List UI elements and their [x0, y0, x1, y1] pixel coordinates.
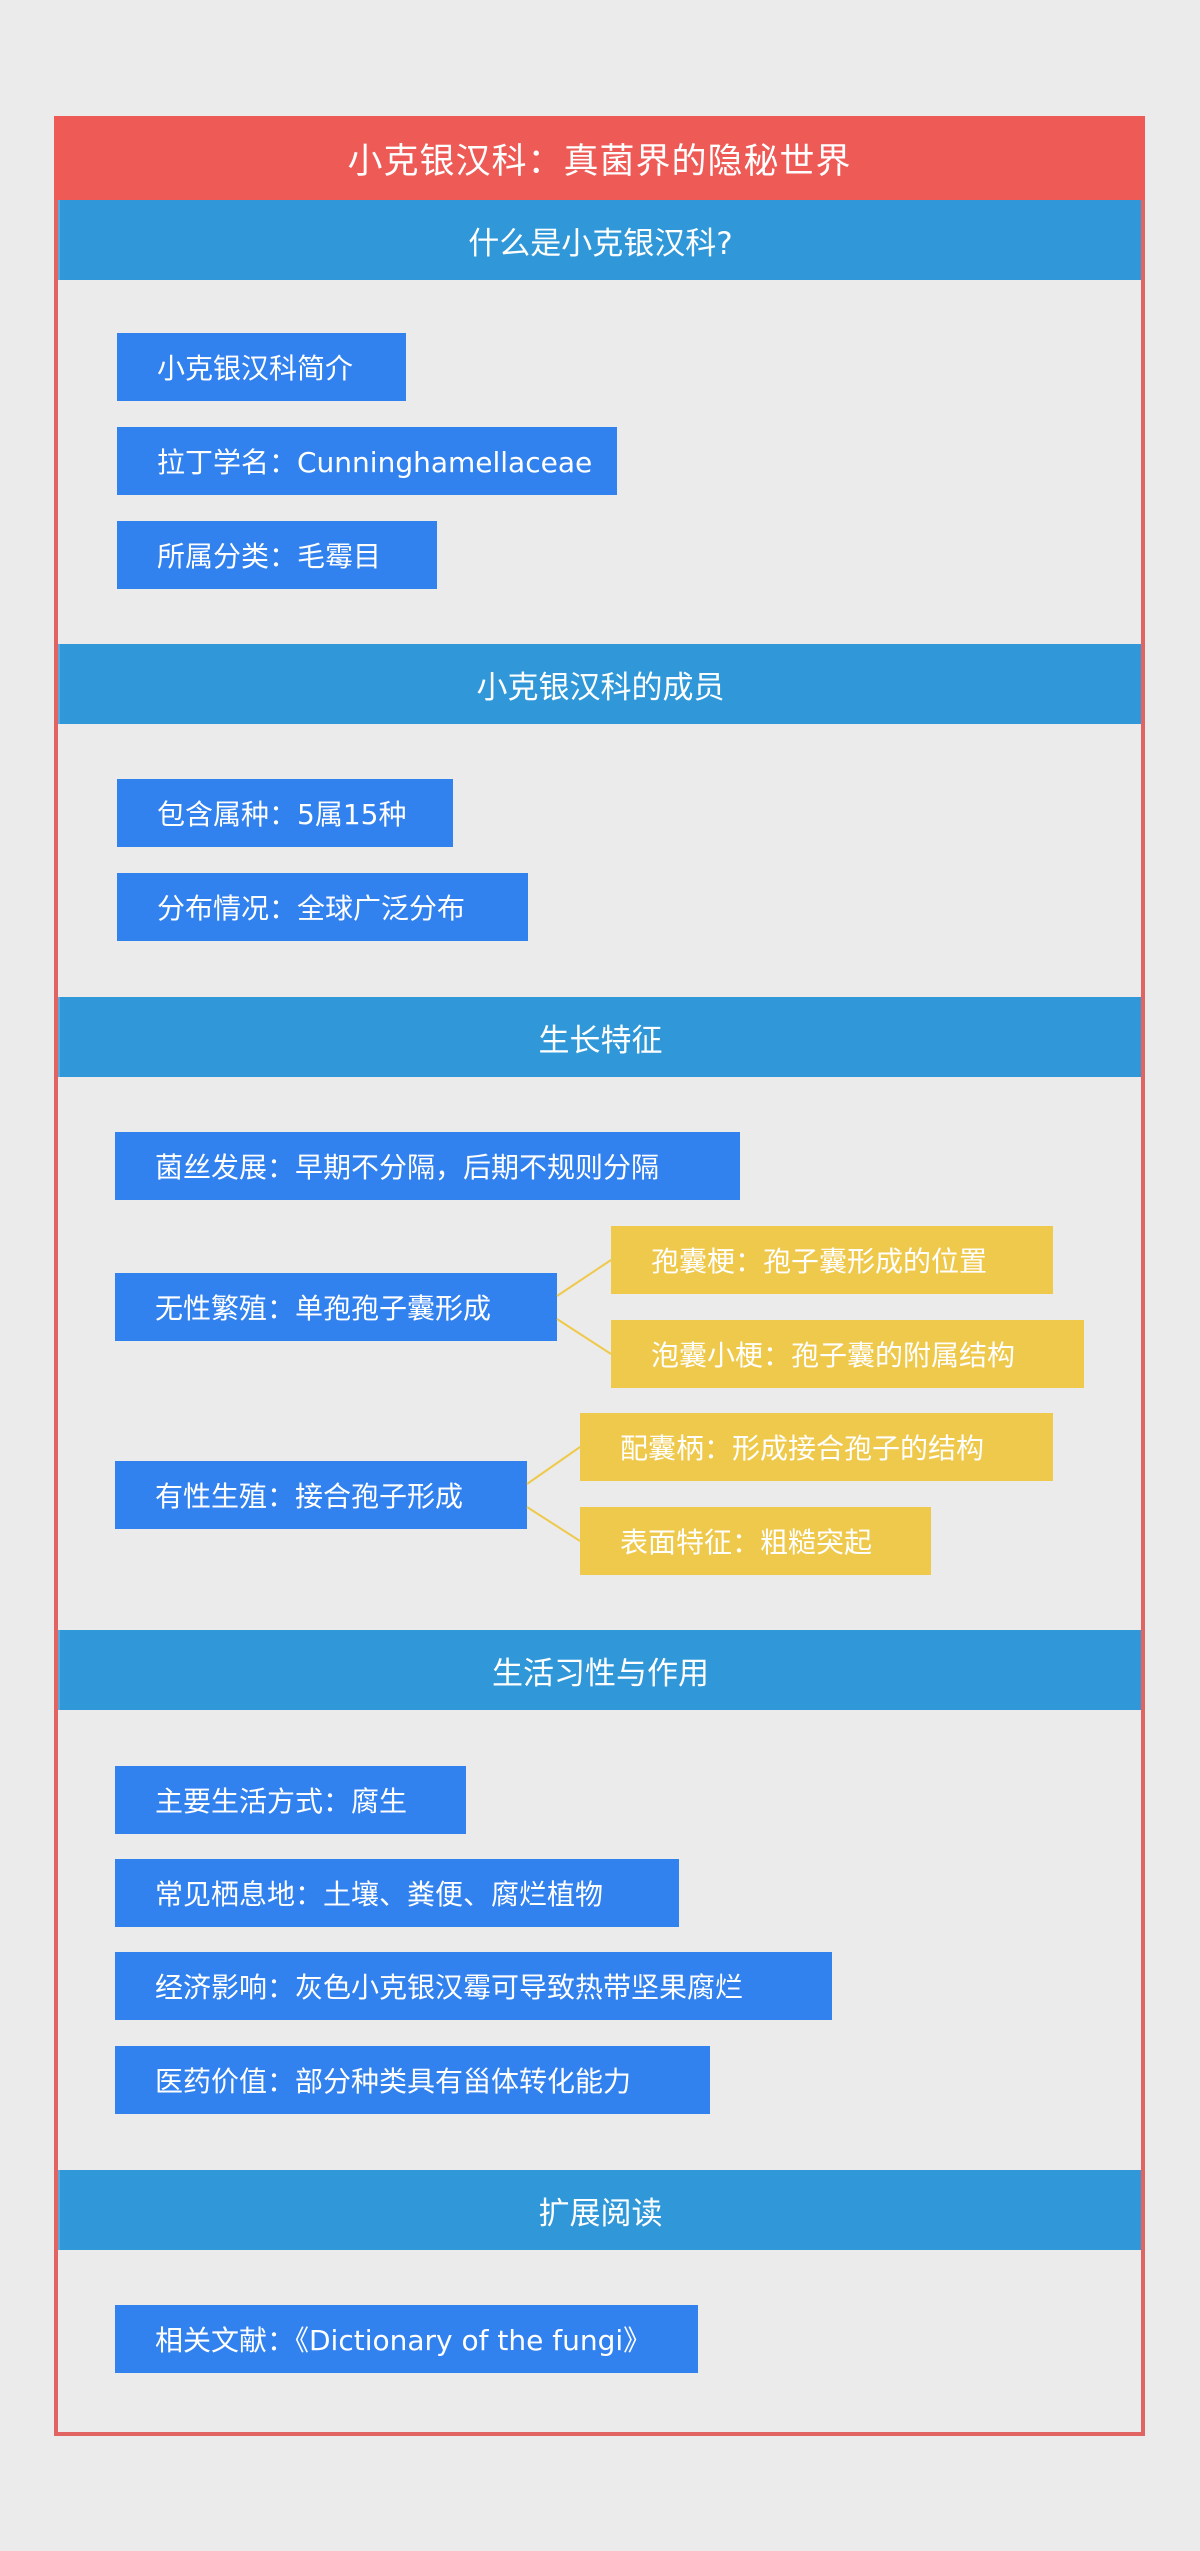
node-distribution[interactable]: 分布情况：全球广泛分布: [117, 873, 528, 941]
page-title: 小克银汉科：真菌界的隐秘世界: [54, 116, 1145, 200]
section-header-growth: 生长特征: [58, 997, 1141, 1077]
node-classification[interactable]: 所属分类：毛霉目: [117, 521, 437, 589]
node-economic-impact[interactable]: 经济影响：灰色小克银汉霉可导致热带坚果腐烂: [115, 1952, 832, 2020]
node-medical-value[interactable]: 医药价值：部分种类具有甾体转化能力: [115, 2046, 710, 2114]
section-header-habits: 生活习性与作用: [58, 1630, 1141, 1710]
node-introduction[interactable]: 小克银汉科简介: [117, 333, 406, 401]
node-sexual-reproduction[interactable]: 有性生殖：接合孢子形成: [115, 1461, 527, 1529]
node-sporangiophore[interactable]: 孢囊梗：孢子囊形成的位置: [611, 1226, 1053, 1294]
node-lifestyle[interactable]: 主要生活方式：腐生: [115, 1766, 466, 1834]
node-hyphae[interactable]: 菌丝发展：早期不分隔，后期不规则分隔: [115, 1132, 740, 1200]
section-header-what-is: 什么是小克银汉科?: [58, 200, 1141, 280]
section-header-members: 小克银汉科的成员: [58, 644, 1141, 724]
node-suspensor[interactable]: 配囊柄：形成接合孢子的结构: [580, 1413, 1053, 1481]
node-genera-species[interactable]: 包含属种：5属15种: [117, 779, 453, 847]
node-habitat[interactable]: 常见栖息地：土壤、粪便、腐烂植物: [115, 1859, 679, 1927]
node-reference[interactable]: 相关文献：《Dictionary of the fungi》: [115, 2305, 698, 2373]
section-header-further-reading: 扩展阅读: [58, 2170, 1141, 2250]
node-surface-feature[interactable]: 表面特征：粗糙突起: [580, 1507, 931, 1575]
node-latin-name[interactable]: 拉丁学名：Cunninghamellaceae: [117, 427, 617, 495]
node-vesicle-pedicel[interactable]: 泡囊小梗：孢子囊的附属结构: [611, 1320, 1084, 1388]
node-asexual-reproduction[interactable]: 无性繁殖：单孢孢子囊形成: [115, 1273, 557, 1341]
mindmap-frame: [54, 116, 1145, 2436]
